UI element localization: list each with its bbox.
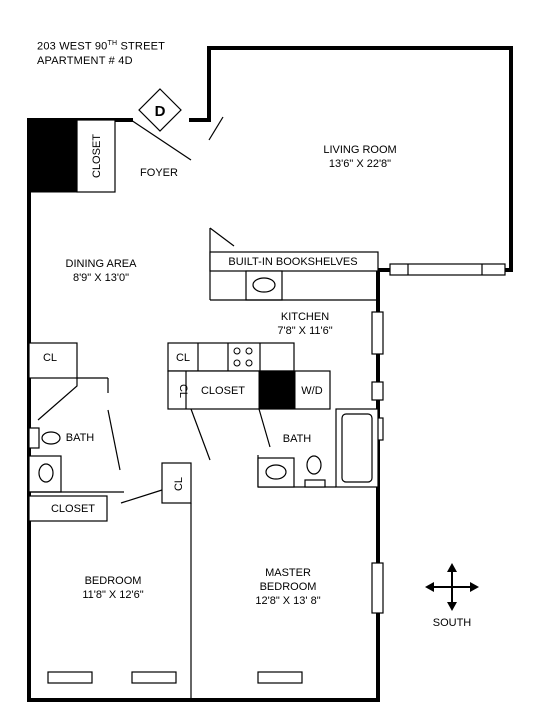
master-bedroom-window <box>371 562 384 614</box>
right-bath-area: BATH <box>257 408 379 488</box>
kitchen-cl-label: CL <box>176 352 190 364</box>
kitchen-window <box>371 311 384 355</box>
dining-area-name: DINING AREA <box>66 258 138 270</box>
address-suffix: STREET <box>117 40 166 53</box>
living-room-windows <box>389 263 506 276</box>
right-bath-door <box>258 408 271 448</box>
hall-cl-label: CL <box>177 384 189 398</box>
bedroom-closet-label: CLOSET <box>51 503 95 515</box>
bedroom-window-1 <box>47 671 93 684</box>
kitchen-counter: CL <box>167 342 295 372</box>
kitchen-dims: 7'8" X 11'6" <box>277 325 332 337</box>
living-room-dims: 13'6" X 22'8" <box>329 158 391 170</box>
address-prefix: 203 WEST 90 <box>37 40 108 53</box>
compass-label: SOUTH <box>433 617 472 629</box>
built-in-bookshelves: BUILT-IN BOOKSHELVES <box>209 227 379 301</box>
door-marker-label: D <box>155 103 166 120</box>
left-bath-area: CL BATH <box>28 342 124 493</box>
utility-window <box>371 381 384 401</box>
apartment-number: APARTMENT # 4D <box>37 55 133 67</box>
bedroom-closet: CLOSET <box>28 489 163 522</box>
master-bedroom-door <box>190 408 211 461</box>
bedroom-cl-label: CL <box>173 477 185 491</box>
dining-area-dims: 8'9" X 13'0" <box>73 272 129 284</box>
foyer-closet: CLOSET <box>28 119 116 193</box>
bookshelves-label: BUILT-IN BOOKSHELVES <box>228 256 357 268</box>
master-bedroom-dims: 12'8" X 13' 8" <box>255 595 320 607</box>
bedroom-name: BEDROOM <box>85 575 142 587</box>
master-bedroom-window-bottom <box>257 671 303 684</box>
left-bath-label: BATH <box>66 432 95 444</box>
foyer-name: FOYER <box>140 167 178 179</box>
door-marker: D <box>138 88 182 132</box>
living-room-door-swing <box>208 116 224 141</box>
washer-dryer-label: W/D <box>301 385 322 397</box>
bedroom-window-2 <box>131 671 177 684</box>
center-closet-label: CLOSET <box>201 385 245 397</box>
entry-door-leaf <box>130 119 192 161</box>
living-room-name: LIVING ROOM <box>323 144 396 156</box>
master-bedroom-name-2: BEDROOM <box>260 581 317 593</box>
master-bedroom-name: MASTER <box>265 567 311 579</box>
kitchen-name: KITCHEN <box>281 311 329 323</box>
closet-row: CL CLOSET W/D <box>167 370 331 410</box>
address-line: 203 WEST 90TH STREET <box>37 40 165 53</box>
compass-icon <box>425 563 479 611</box>
stove-burners <box>233 347 253 367</box>
bedroom-dims: 11'8" X 12'6" <box>82 589 143 601</box>
address-superscript: TH <box>107 40 118 47</box>
foyer-closet-label: CLOSET <box>91 134 103 178</box>
left-cl-label: CL <box>43 352 57 364</box>
bedroom-partition: CL <box>161 462 192 700</box>
right-bath-label: BATH <box>283 433 312 445</box>
